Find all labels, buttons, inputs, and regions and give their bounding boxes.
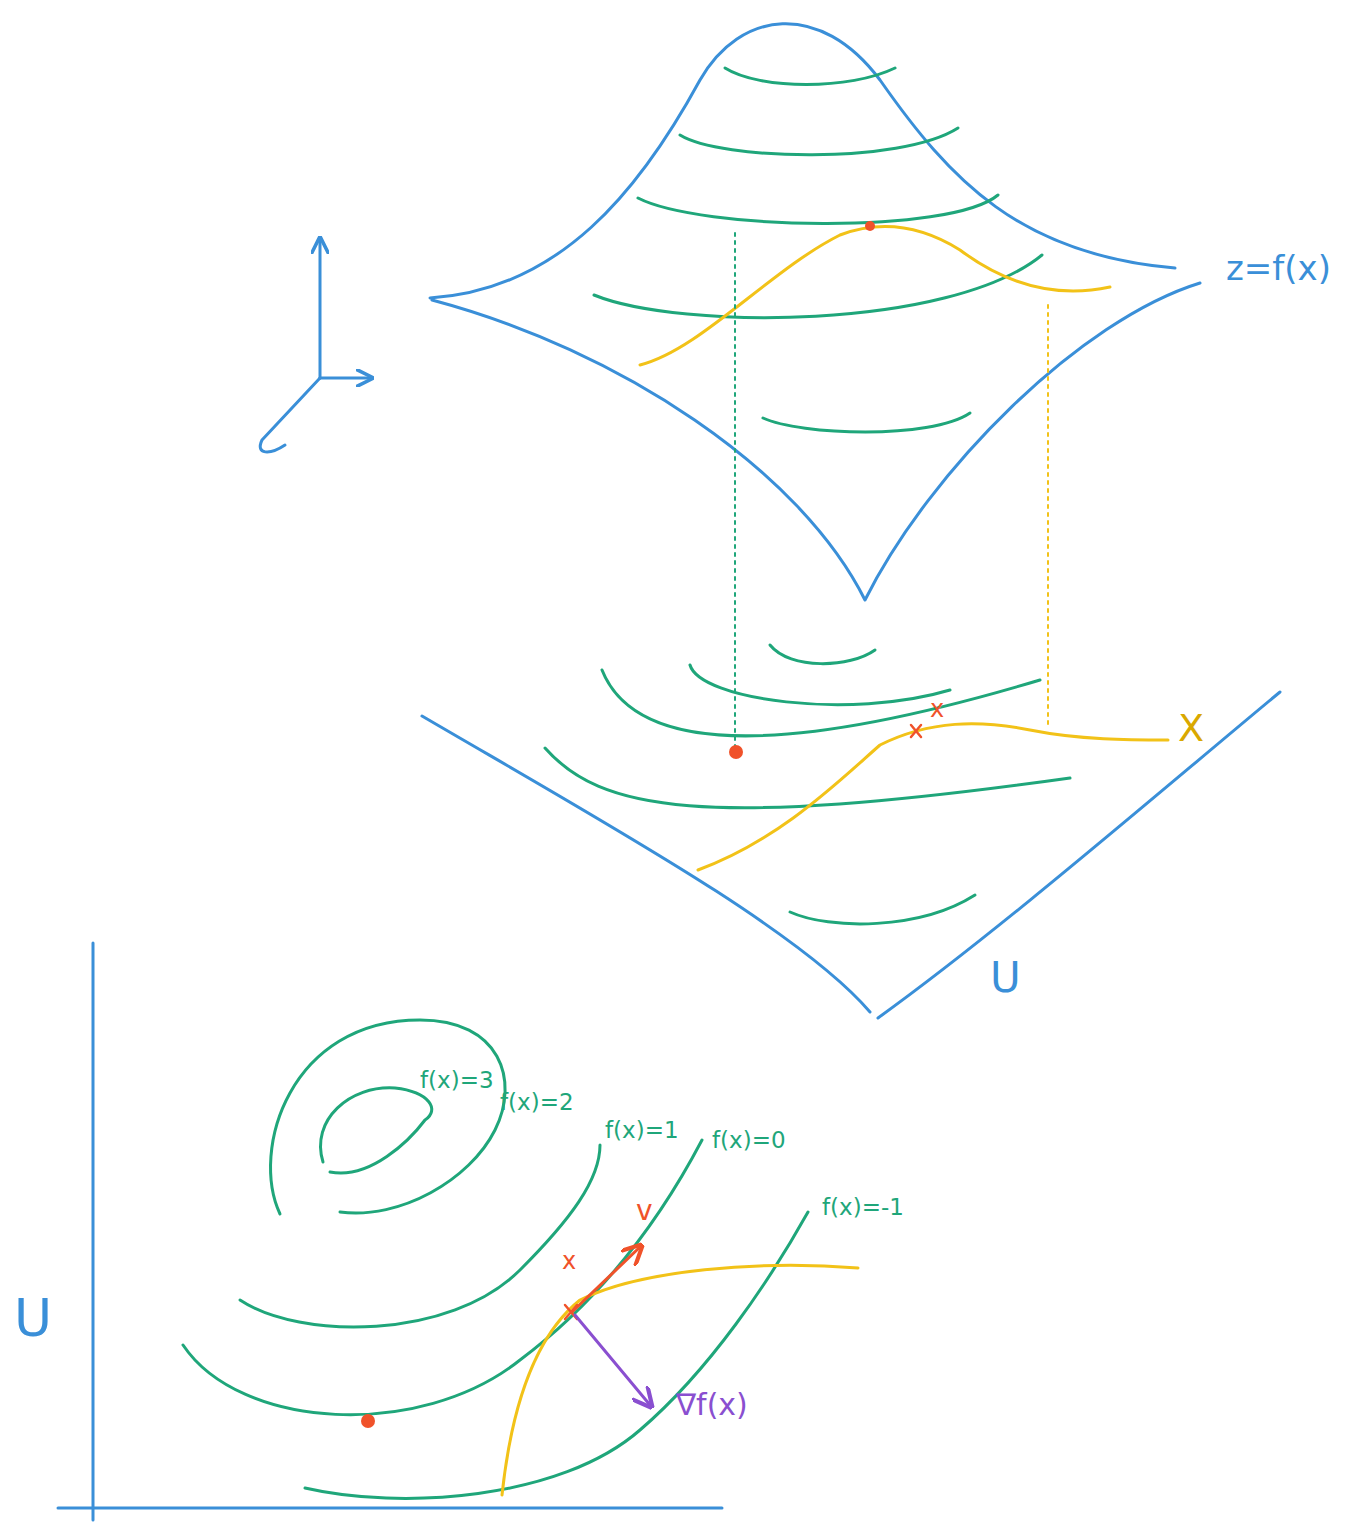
math-label: f(x)=2 <box>500 1090 574 1115</box>
point <box>361 1414 375 1428</box>
math-label: x <box>930 696 944 722</box>
projection-line <box>734 233 736 748</box>
plane-outline <box>422 692 1280 1018</box>
cross-mark <box>911 725 921 737</box>
math-label: U <box>990 955 1021 1001</box>
math-label: v <box>636 1196 653 1227</box>
tangent-vector <box>572 1247 640 1312</box>
math-label: x <box>562 1248 576 1274</box>
plane-curve <box>698 724 1168 870</box>
surface-contours <box>594 68 1042 432</box>
surface-curve <box>640 227 1110 365</box>
point <box>729 745 743 759</box>
math-label: f(x)=0 <box>712 1128 786 1153</box>
gradient-vector <box>575 1315 650 1405</box>
math-label: z=f(x) <box>1226 250 1331 287</box>
math-label: ∇f(x) <box>676 1388 748 1421</box>
math-label: U <box>14 1290 52 1347</box>
projection-line <box>1047 305 1049 728</box>
math-label: f(x)=1 <box>605 1118 679 1143</box>
plane-contours <box>545 645 1070 924</box>
math-label: X <box>1178 708 1204 750</box>
level-sets <box>183 1020 808 1498</box>
point <box>865 221 875 231</box>
plot-axes <box>58 943 722 1520</box>
math-label: f(x)=3 <box>420 1068 494 1093</box>
plot-curve <box>502 1265 858 1495</box>
axes-icon <box>260 240 370 452</box>
surface-outline <box>430 24 1200 600</box>
math-label: f(x)=-1 <box>822 1195 904 1220</box>
